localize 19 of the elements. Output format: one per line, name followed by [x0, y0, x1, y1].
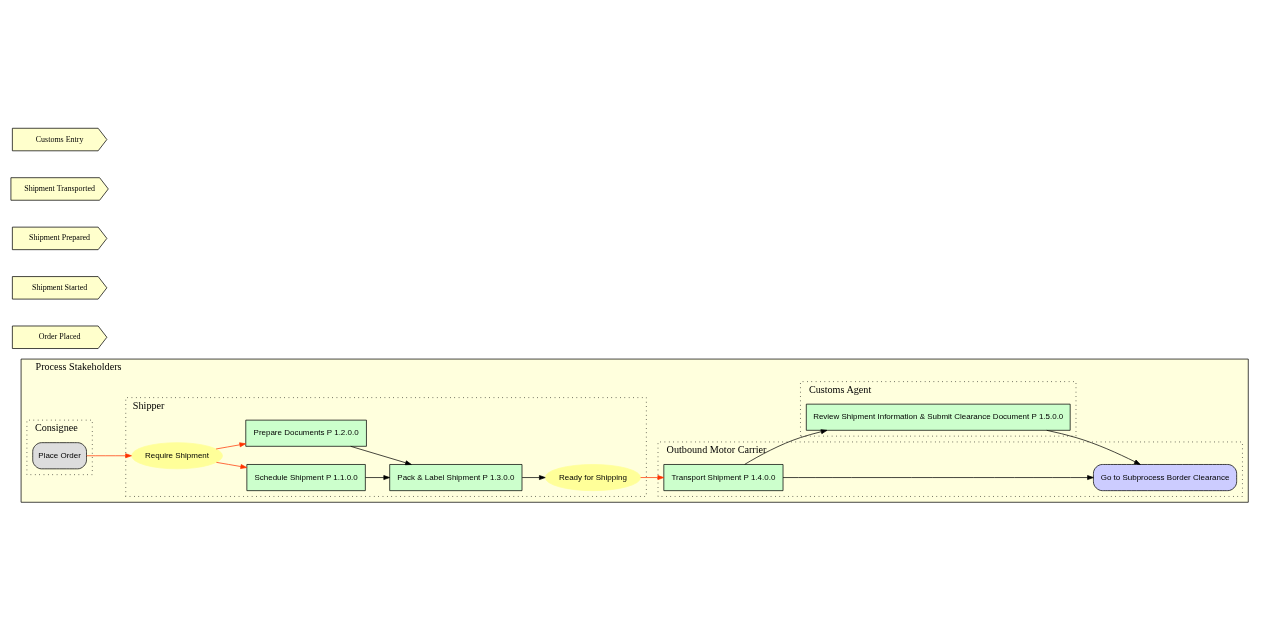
node-box: Review Shipment Information & Submit Clearance Document P 1.5.0.0 [805, 403, 1071, 431]
node-box: Pack & Label Shipment P 1.3.0.0 [389, 463, 523, 491]
node-box: Prepare Documents P 1.2.0.0 [245, 419, 367, 447]
node-box: Place Order [32, 441, 87, 469]
arrow [365, 474, 390, 480]
node-box: Transport Shipment P 1.4.0.0 [663, 463, 784, 491]
arrow [86, 452, 132, 458]
arrow [1046, 429, 1141, 465]
arrow [350, 445, 412, 465]
arrow [782, 474, 1094, 480]
arrow [215, 441, 246, 449]
node-box: Go to Subprocess Border Clearance [1093, 463, 1237, 491]
arrow [216, 461, 247, 469]
node-ellipse: Ready for Shipping [544, 463, 641, 491]
arrow [640, 474, 665, 480]
node-box: Schedule Shipment P 1.1.0.0 [246, 463, 366, 491]
arrow [744, 428, 828, 465]
node-ellipse: Require Shipment [131, 441, 223, 469]
arrow [521, 474, 546, 480]
